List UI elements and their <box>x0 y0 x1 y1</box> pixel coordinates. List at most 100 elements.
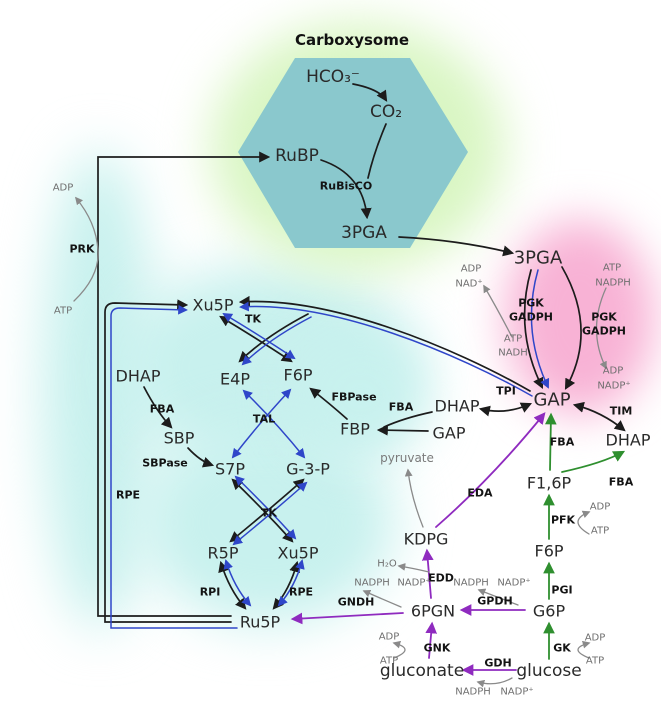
enzyme-gndh: GNDH <box>337 595 375 609</box>
cofactor-adp-pgk-right: ADP <box>602 365 624 377</box>
arrow-pfk-atp-adp <box>577 510 591 535</box>
enzyme-fba-dhap: FBA <box>608 475 634 489</box>
cofactor-nadph-gndh: NADPH <box>354 577 390 589</box>
cofactor-nadp-gpdh: NADP⁺ <box>497 577 531 589</box>
cofactor-atp-prk: ATP <box>53 305 73 317</box>
arrow-prk-ru5p-to-rubp <box>97 151 271 617</box>
enzyme-gk: GK <box>553 641 571 655</box>
cofactor-nadp-gndh: NADP⁺ <box>397 577 431 589</box>
arrow-rpi-r5p-to-ru5p-blue <box>223 559 252 607</box>
enzyme-tim: TIM <box>609 404 633 418</box>
enzyme-tal: TAL <box>252 412 276 426</box>
arrow-tim-dhap-gap <box>572 401 626 432</box>
metabolite-fbp: FBP <box>340 419 370 439</box>
metabolite-e4p: E4P <box>220 369 250 389</box>
arrow-fba-f16p-to-dhap <box>561 450 626 473</box>
cofactor-nadp-pgk-right: NADP⁺ <box>597 380 631 392</box>
arrow-fba-dhap-merge <box>383 411 433 428</box>
arrow-hco3-to-co2 <box>352 83 388 102</box>
metabolite-kdpg: KDPG <box>403 529 449 549</box>
arrow-gap-to-xu5p-blue <box>239 301 533 397</box>
metabolite-xu5p-top: Xu5P <box>192 295 234 315</box>
enzyme-pgi: PGI <box>551 583 573 597</box>
arrow-fba-dhap-to-sbp <box>143 386 173 429</box>
arrow-gndh-nadp-nadph <box>362 589 402 608</box>
arrow-edd-6pgn-to-kdpg <box>421 548 434 599</box>
metabolite-gap-mid: GAP <box>432 423 466 443</box>
metabolite-g6p: G6P <box>532 601 566 621</box>
enzyme-rpi: RPI <box>199 585 221 599</box>
metabolite-pyruvate: pyruvate <box>380 451 434 465</box>
enzyme-fba-gap: FBA <box>549 435 575 449</box>
metabolite-dhap-cbb: DHAP <box>115 366 161 386</box>
arrow-fba-f16p-to-gap <box>544 412 557 471</box>
arrow-pgk-cofactors-left <box>483 284 513 338</box>
cofactor-nadh-pgk-left: NADH <box>498 347 528 359</box>
arrow-tk-gap-e4p-blue <box>241 316 312 366</box>
carboxysome-shell <box>238 58 468 248</box>
arrow-tk-xu5p-f6p-blue <box>222 312 296 360</box>
enzyme-rpe-left: RPE <box>115 488 141 502</box>
arrow-gdh-nadp-nadph <box>476 677 513 688</box>
cofactor-adp-pfk: ADP <box>589 501 611 513</box>
arrow-pgk-cofactors-right <box>595 287 607 370</box>
cofactor-atp-pfk: ATP <box>590 525 610 537</box>
arrow-eda-kdpg-to-pyruvate <box>404 468 424 528</box>
metabolite-gap: GAP <box>533 389 571 411</box>
enzyme-gdh: GDH <box>484 656 512 670</box>
enzyme-fba-cbb: FBA <box>149 402 175 416</box>
metabolite-glucose: glucose <box>516 661 582 681</box>
cofactor-atp-gk: ATP <box>585 655 605 667</box>
cofactor-nadph-gdh: NADPH <box>455 686 491 698</box>
enzyme-edd: EDD <box>428 571 454 585</box>
arrow-prk-atp-adp <box>73 196 99 302</box>
arrow-rpe-ru5p-to-xu5p-black <box>104 299 232 623</box>
metabolite-g3p: G-3-P <box>286 459 330 479</box>
enzyme-prk: PRK <box>69 242 95 256</box>
metabolite-hco3: HCO₃⁻ <box>306 67 360 87</box>
arrow-edd-h2o <box>397 563 430 573</box>
metabolite-3pga-cytosol: 3PGA <box>513 247 563 269</box>
cofactor-adp-gnk: ADP <box>378 631 400 643</box>
metabolite-f6p-cbb: F6P <box>283 365 313 385</box>
arrow-gnk-gluconate-to-6pgn <box>425 621 438 659</box>
enzyme-pfk: PFK <box>550 513 576 527</box>
metabolite-3pga-carboxysome: 3PGA <box>341 223 387 243</box>
enzyme-rubisco: RuBisCO <box>319 179 373 193</box>
cofactor-atp-pgk-left: ATP <box>503 333 523 345</box>
arrow-fbpase-fbp-to-f6p <box>309 387 348 420</box>
cofactor-atp-gnk: ATP <box>379 655 399 667</box>
arrow-rpe-ru5p-to-xu5p-blue <box>110 304 238 629</box>
enzyme-pgk-right: PGK <box>591 310 617 324</box>
arrow-fba-gap-to-fbp <box>376 424 429 436</box>
enzyme-gnk: GNK <box>423 641 451 655</box>
enzyme-pgk-left: PGK <box>518 296 544 310</box>
cofactor-adp-gk: ADP <box>584 632 606 644</box>
metabolite-gluconate: gluconate <box>379 661 465 681</box>
arrow-gap-to-xu5p-black <box>238 295 531 392</box>
arrow-gk-atp-adp <box>577 640 591 659</box>
enzyme-fbpase: FBPase <box>331 390 377 404</box>
arrow-tpi-gap-dhap <box>478 402 533 417</box>
arrow-co2-merge <box>367 123 387 179</box>
cofactor-adp-prk: ADP <box>52 182 74 194</box>
cofactor-nadph-pgk-right: NADPH <box>595 277 631 289</box>
metabolite-sbp: SBP <box>163 428 195 448</box>
cofactor-nad-pgk-left: NAD⁺ <box>455 278 483 290</box>
enzyme-rpe-bottom: RPE <box>288 585 314 599</box>
enzyme-sbpase: SBPase <box>142 456 188 470</box>
arrow-rubisco-rubp-to-3pga <box>320 159 372 220</box>
carboxysome-title: Carboxysome <box>294 31 410 49</box>
enzyme-gadph-right: GADPH <box>582 324 626 338</box>
cofactor-adp-pgk-left: ADP <box>460 263 482 275</box>
arrow-pgk-gadph-left-blue <box>530 269 550 389</box>
arrow-3pga-export <box>398 236 515 257</box>
metabolite-r5p: R5P <box>207 543 239 563</box>
metabolite-s7p: S7P <box>215 459 245 479</box>
arrow-rpi-r5p-to-ru5p-black <box>218 560 247 610</box>
metabolite-rubp: RuBP <box>275 146 319 166</box>
enzyme-eda: EDA <box>467 486 493 500</box>
arrow-sbpase-sbp-to-s7p <box>187 447 215 468</box>
arrow-tal-g3p-e4p <box>242 389 306 459</box>
cofactor-nadp-gdh: NADP⁺ <box>500 686 534 698</box>
